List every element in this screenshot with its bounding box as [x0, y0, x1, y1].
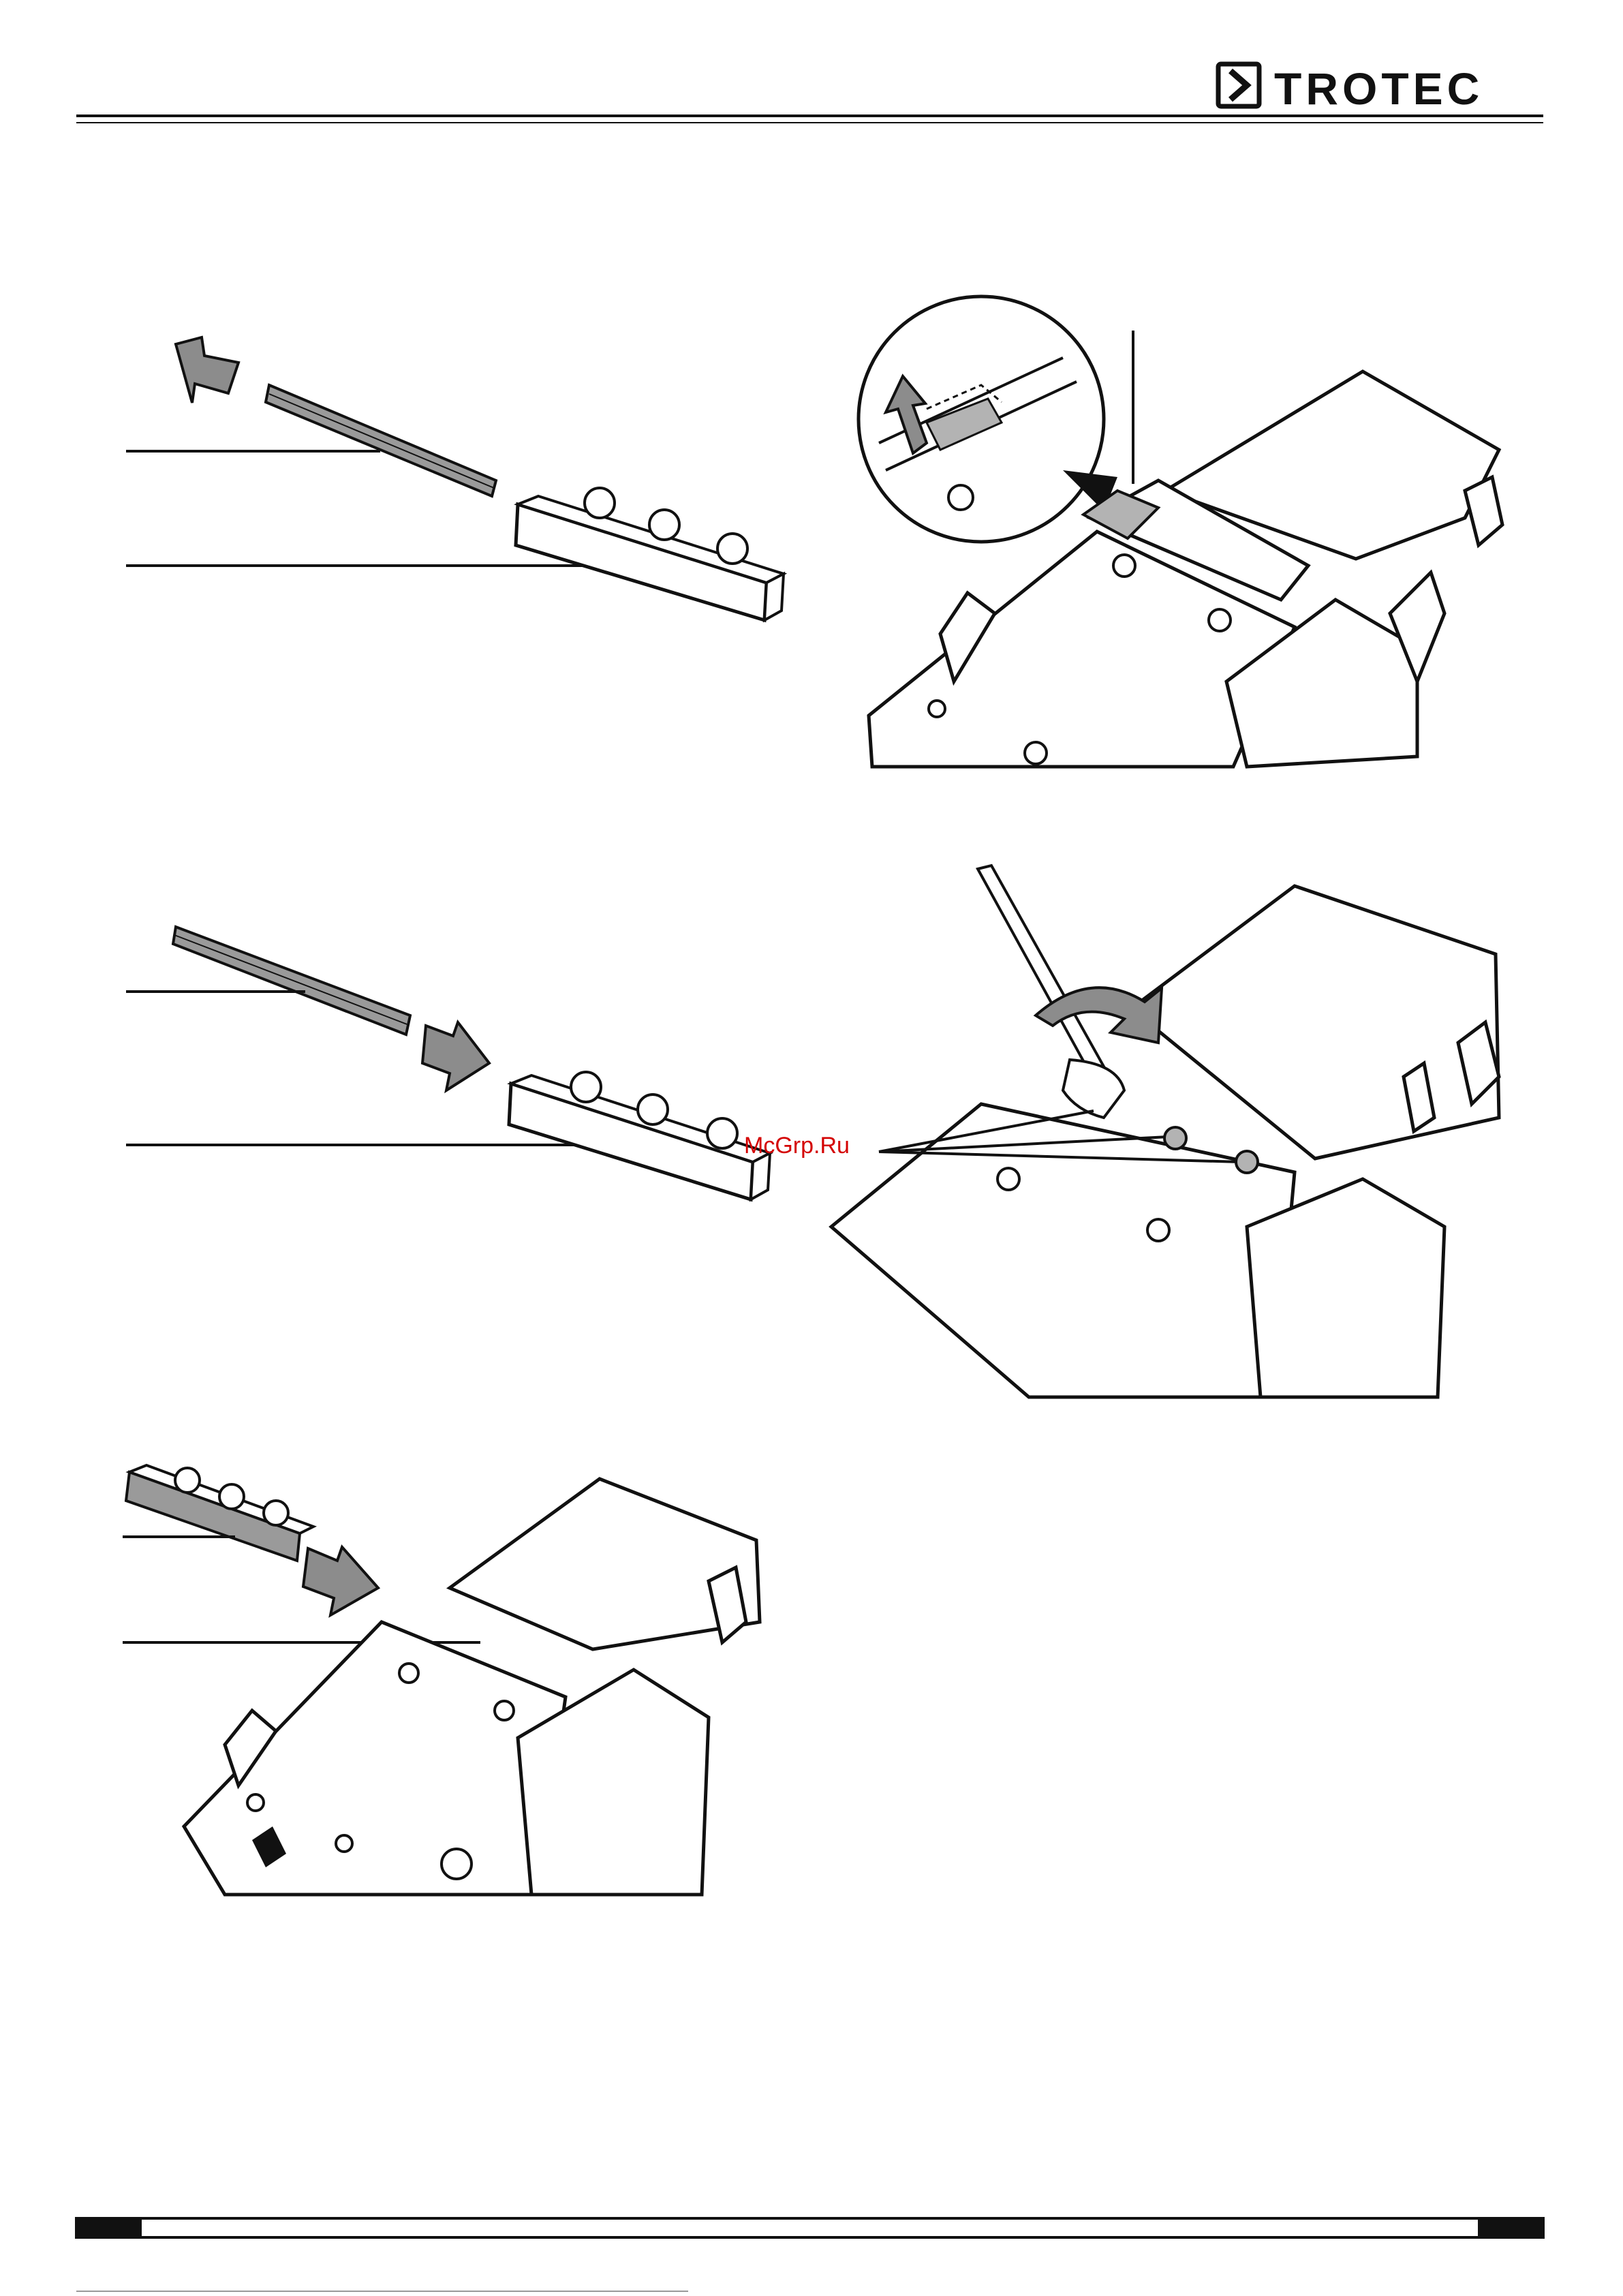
blade-holder — [126, 1465, 313, 1561]
right-arrow-icon — [422, 1022, 489, 1090]
detail-inset — [859, 296, 1104, 542]
right-arrow-icon — [303, 1547, 378, 1615]
blade-strip — [173, 927, 410, 1035]
planer-body — [869, 371, 1502, 767]
planer-body — [184, 1479, 760, 1895]
wrench-icon — [978, 866, 1104, 1073]
blade-strip — [266, 385, 496, 496]
footer-bar-left — [76, 2218, 142, 2237]
planer-body — [831, 886, 1499, 1397]
blade-holder — [516, 488, 784, 620]
blade-holder — [509, 1072, 770, 1199]
watermark-text: McGrp.Ru — [744, 1133, 850, 1159]
curved-arrow-icon — [886, 376, 927, 453]
curved-arrow-icon — [1036, 988, 1162, 1043]
chevron-right-icon — [1218, 64, 1259, 106]
footer-bar-right — [1478, 2218, 1543, 2237]
left-arrow-icon — [176, 337, 238, 403]
brand-logo-text: TROTEC — [1274, 63, 1483, 114]
